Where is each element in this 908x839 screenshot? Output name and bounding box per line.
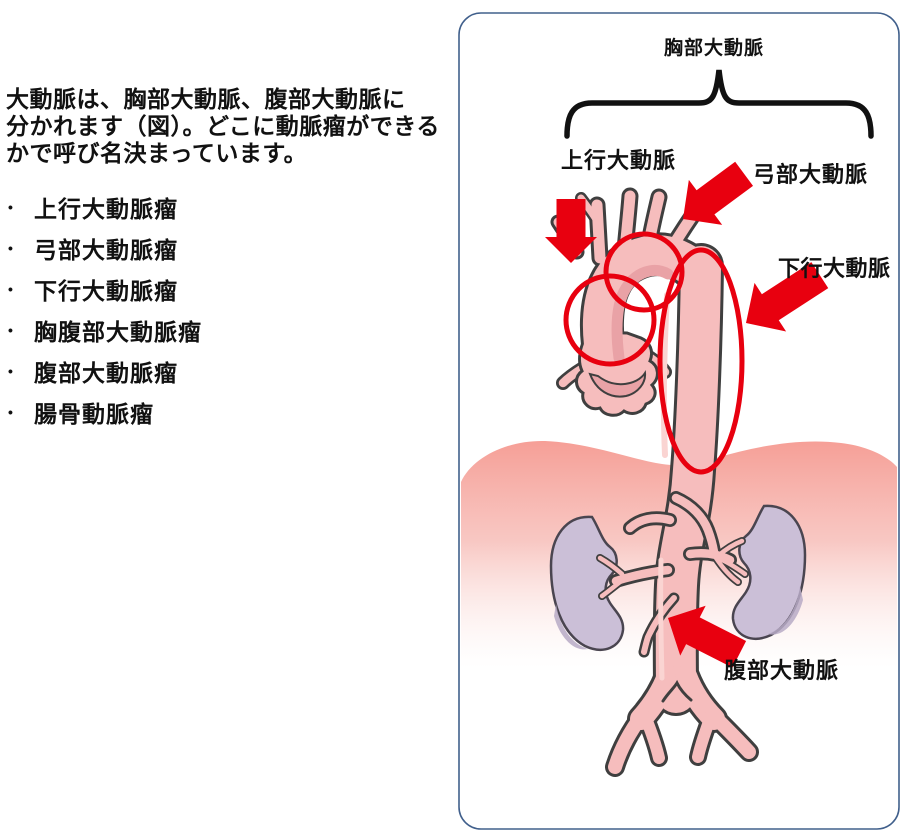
aortic-arch-arrow	[683, 161, 754, 225]
aortic-arch-circle	[603, 231, 685, 313]
ascending-aorta-circle	[563, 273, 657, 367]
intro-line-2: 分かれます（図）。どこに動脈瘤ができる	[6, 113, 440, 139]
bullet-icon: •	[8, 280, 14, 297]
list-item-label: 下行大動脈瘤	[34, 277, 178, 304]
abdominal-branches	[596, 491, 749, 658]
list-item-label: 腸骨動脈瘤	[34, 400, 154, 427]
bullet-icon: •	[8, 403, 14, 420]
list-item-label: 胸腹部大動脈瘤	[34, 318, 202, 345]
list-item: • 腸骨動脈瘤	[8, 391, 202, 432]
descending-aorta-arrow	[746, 262, 829, 332]
aortic-root-shade	[588, 370, 647, 398]
abdominal-aorta-arrow	[668, 605, 747, 668]
list-item: • 上行大動脈瘤	[8, 186, 202, 227]
thoracic-aorta-brace	[564, 69, 874, 139]
abdominal-highlight	[658, 557, 665, 681]
aneurysm-type-list: • 上行大動脈瘤 • 弓部大動脈瘤 • 下行大動脈瘤 • 胸腹部大動脈瘤 • 腹…	[8, 186, 202, 432]
left-kidney	[549, 515, 625, 651]
descending-aorta-ellipse	[657, 247, 745, 475]
bullet-icon: •	[8, 198, 14, 215]
label-abdominal-aorta: 腹部大動脈	[724, 658, 840, 683]
right-kidney-shade	[768, 586, 803, 635]
label-thoracic-aorta: 胸部大動脈	[664, 38, 765, 59]
list-item: • 弓部大動脈瘤	[8, 227, 202, 268]
arch-inner-shade	[611, 265, 674, 364]
list-item: • 腹部大動脈瘤	[8, 350, 202, 391]
list-item-label: 上行大動脈瘤	[34, 195, 178, 222]
bullet-icon: •	[8, 321, 14, 338]
label-aortic-arch: 弓部大動脈	[753, 162, 869, 187]
ascending-aorta-arrow	[545, 199, 597, 263]
list-item-label: 弓部大動脈瘤	[34, 236, 178, 263]
left-kidney-shade	[554, 604, 588, 650]
list-item: • 胸腹部大動脈瘤	[8, 309, 202, 350]
bullet-icon: •	[8, 362, 14, 379]
label-descending-aorta: 下行大動脈	[778, 256, 891, 281]
label-ascending-aorta: 上行大動脈	[561, 148, 677, 173]
list-item: • 下行大動脈瘤	[8, 268, 202, 309]
iliac-bifurcation-notch	[661, 679, 693, 703]
intro-line-3: かで呼び名決まっています。	[6, 140, 308, 166]
intro-line-1: 大動脈は、胸部大動脈、腹部大動脈に	[6, 86, 406, 112]
bullet-icon: •	[8, 239, 14, 256]
list-item-label: 腹部大動脈瘤	[34, 359, 178, 386]
intro-paragraph: 大動脈は、胸部大動脈、腹部大動脈に 分かれます（図）。どこに動脈瘤ができる かで…	[6, 86, 440, 167]
